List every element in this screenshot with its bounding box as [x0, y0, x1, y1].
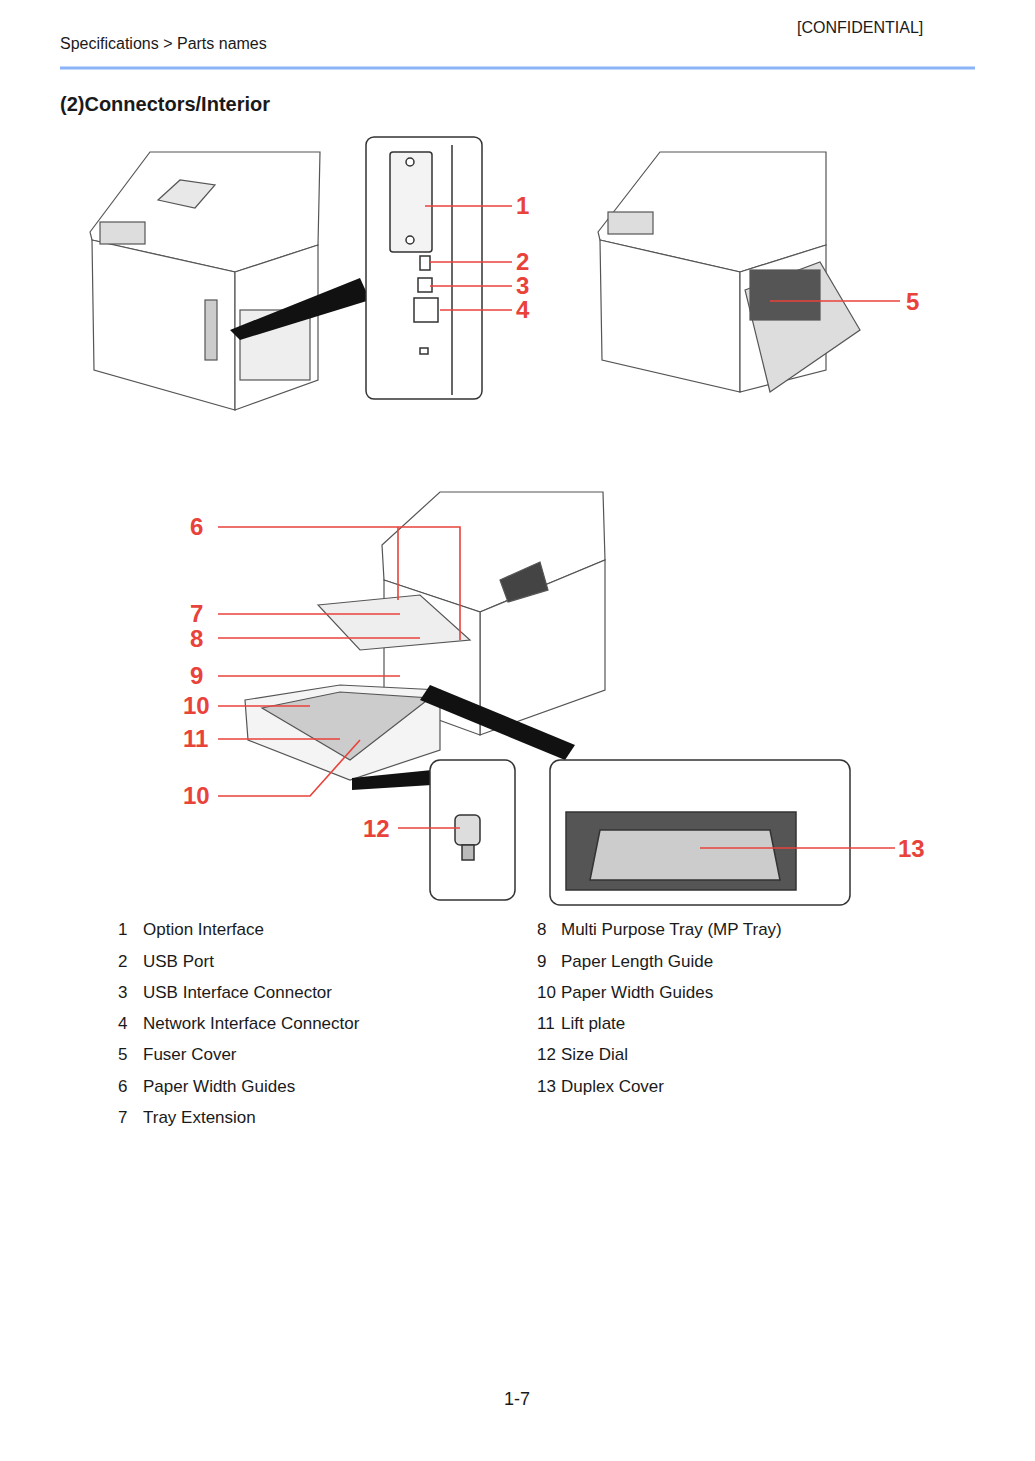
list-number: 3 [118, 984, 127, 1001]
header-rule [60, 67, 975, 70]
part-name: Option Interface [143, 921, 264, 938]
printer-rear-open [598, 152, 860, 392]
list-number: 10 [537, 984, 556, 1001]
callout-number: 7 [190, 602, 203, 626]
list-number: 5 [118, 1046, 127, 1063]
part-name: Paper Width Guides [561, 984, 713, 1001]
list-number: 2 [118, 953, 127, 970]
connector-inset [366, 137, 482, 399]
list-number: 8 [537, 921, 546, 938]
confidential-mark: [CONFIDENTIAL] [797, 20, 923, 36]
list-number: 9 [537, 953, 546, 970]
list-number: 7 [118, 1109, 127, 1126]
duplex-inset [550, 760, 850, 905]
callout-number: 10 [183, 694, 210, 718]
part-name: Fuser Cover [143, 1046, 237, 1063]
zoom-wedge [352, 770, 432, 790]
list-number: 13 [537, 1078, 556, 1095]
part-name: Size Dial [561, 1046, 628, 1063]
callout-number: 8 [190, 627, 203, 651]
list-number: 12 [537, 1046, 556, 1063]
callout-number: 9 [190, 664, 203, 688]
list-number: 1 [118, 921, 127, 938]
part-name: USB Port [143, 953, 214, 970]
callout-number: 11 [183, 727, 208, 751]
callout-number: 3 [516, 274, 529, 298]
list-number: 11 [537, 1015, 555, 1032]
section-title: (2)Connectors/Interior [60, 94, 270, 114]
printer-rear [90, 152, 320, 410]
part-name: Tray Extension [143, 1109, 256, 1126]
part-name: Paper Length Guide [561, 953, 713, 970]
part-name: Duplex Cover [561, 1078, 664, 1095]
callout-number: 6 [190, 515, 203, 539]
part-name: Lift plate [561, 1015, 625, 1032]
size-dial-inset [430, 760, 515, 900]
callout-number: 5 [906, 290, 919, 314]
callout-number: 1 [516, 194, 529, 218]
callout-number: 10 [183, 784, 210, 808]
callout-number: 13 [898, 837, 925, 861]
list-number: 4 [118, 1015, 127, 1032]
part-name: Network Interface Connector [143, 1015, 359, 1032]
part-name: Multi Purpose Tray (MP Tray) [561, 921, 782, 938]
callout-number: 12 [363, 817, 390, 841]
page-number: 1-7 [504, 1390, 530, 1408]
part-name: Paper Width Guides [143, 1078, 295, 1095]
callout-number: 2 [516, 250, 529, 274]
callout-number: 4 [516, 298, 529, 322]
zoom-wedge [230, 278, 370, 340]
zoom-wedge [420, 685, 575, 760]
leader-lines [218, 206, 900, 848]
list-number: 6 [118, 1078, 127, 1095]
part-name: USB Interface Connector [143, 984, 332, 1001]
header-text: Specifications > Parts names [60, 36, 267, 52]
printer-front [245, 492, 605, 780]
